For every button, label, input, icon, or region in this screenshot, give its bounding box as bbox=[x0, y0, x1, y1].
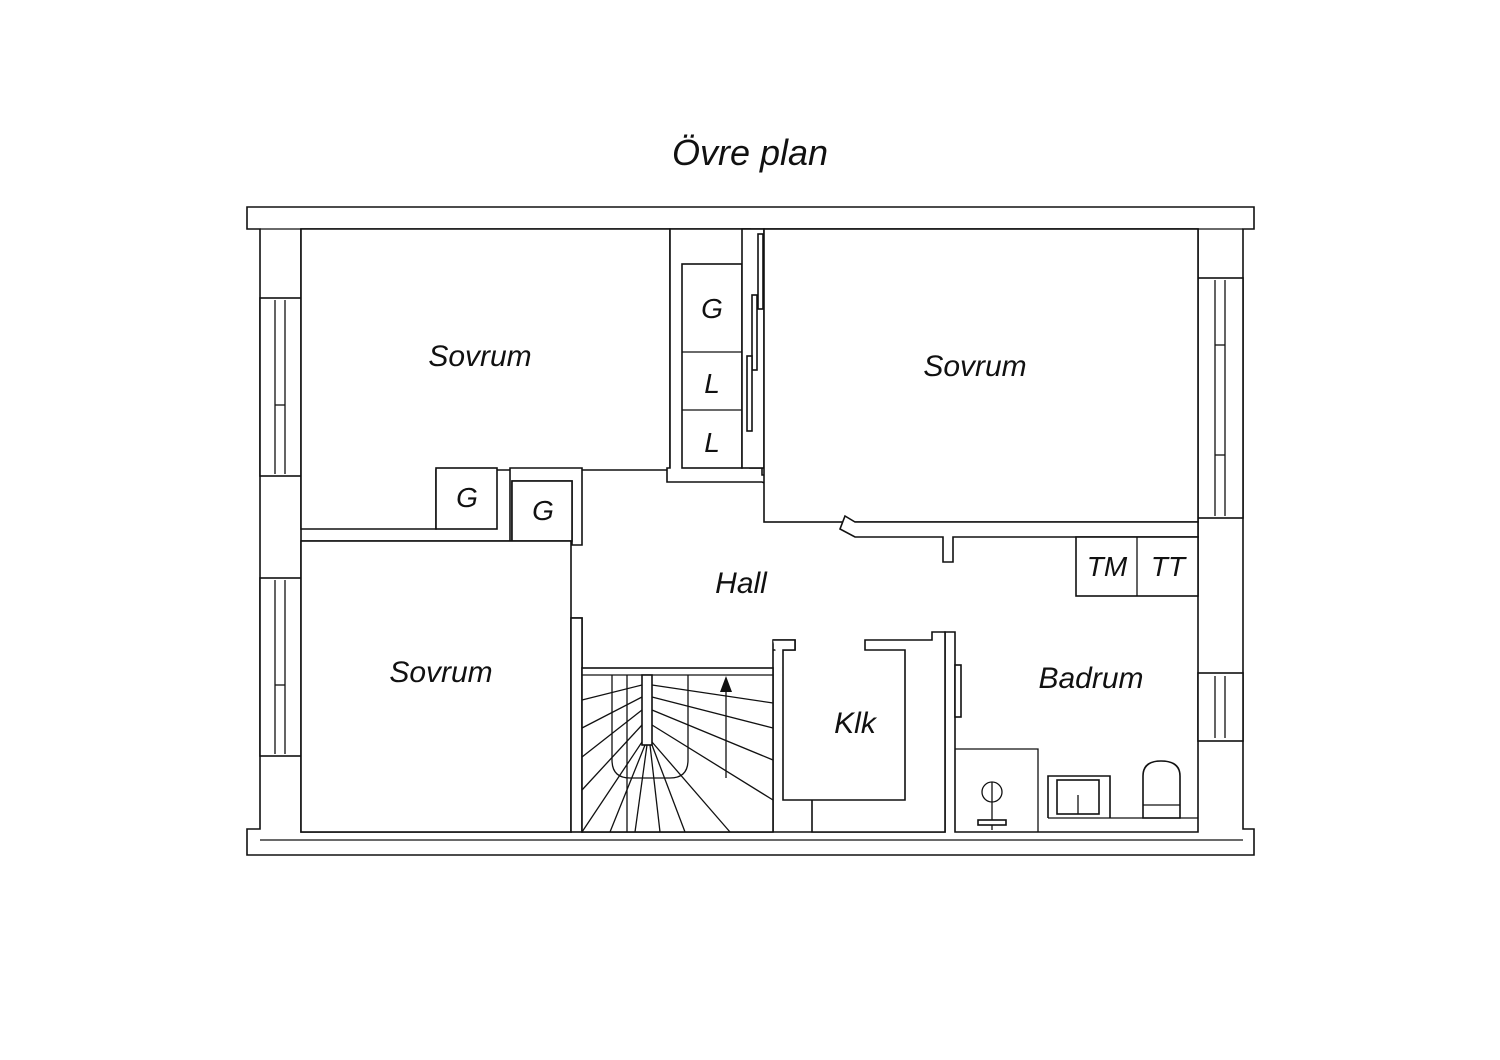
dryer-label: TT bbox=[1151, 551, 1187, 582]
bedroom-top-right-walls bbox=[763, 228, 1199, 523]
wardrobe-2-label: G bbox=[532, 495, 554, 526]
room-label-bedroom: Sovrum bbox=[428, 340, 531, 373]
windows bbox=[259, 277, 1244, 757]
room-label-bedroom: Sovrum bbox=[389, 656, 492, 689]
room-label-bedroom: Sovrum bbox=[923, 350, 1026, 383]
closet-walls bbox=[773, 631, 946, 833]
room-label-closet: Klk bbox=[834, 707, 878, 740]
wardrobe-1 bbox=[435, 467, 498, 530]
room-label-hall: Hall bbox=[715, 567, 768, 600]
sliding-door bbox=[757, 233, 764, 310]
wardrobe-3-label: G bbox=[701, 293, 723, 324]
linen-1-label: L bbox=[704, 368, 720, 399]
sink bbox=[1047, 775, 1111, 818]
bathroom-door bbox=[954, 664, 962, 718]
washer-label: TM bbox=[1087, 551, 1128, 582]
toilet bbox=[1142, 760, 1181, 819]
bedroom-bottom-left-walls bbox=[300, 540, 572, 833]
linen-2-label: L bbox=[704, 427, 720, 458]
room-label-bathroom: Badrum bbox=[1038, 662, 1143, 695]
wardrobe-1-label: G bbox=[456, 482, 478, 513]
stair-up-arrow-icon bbox=[720, 676, 732, 692]
plan-title: Övre plan bbox=[672, 132, 828, 173]
staircase bbox=[570, 617, 774, 833]
wardrobe-2 bbox=[511, 480, 573, 542]
shower bbox=[955, 748, 1039, 832]
closet-block bbox=[681, 263, 743, 469]
